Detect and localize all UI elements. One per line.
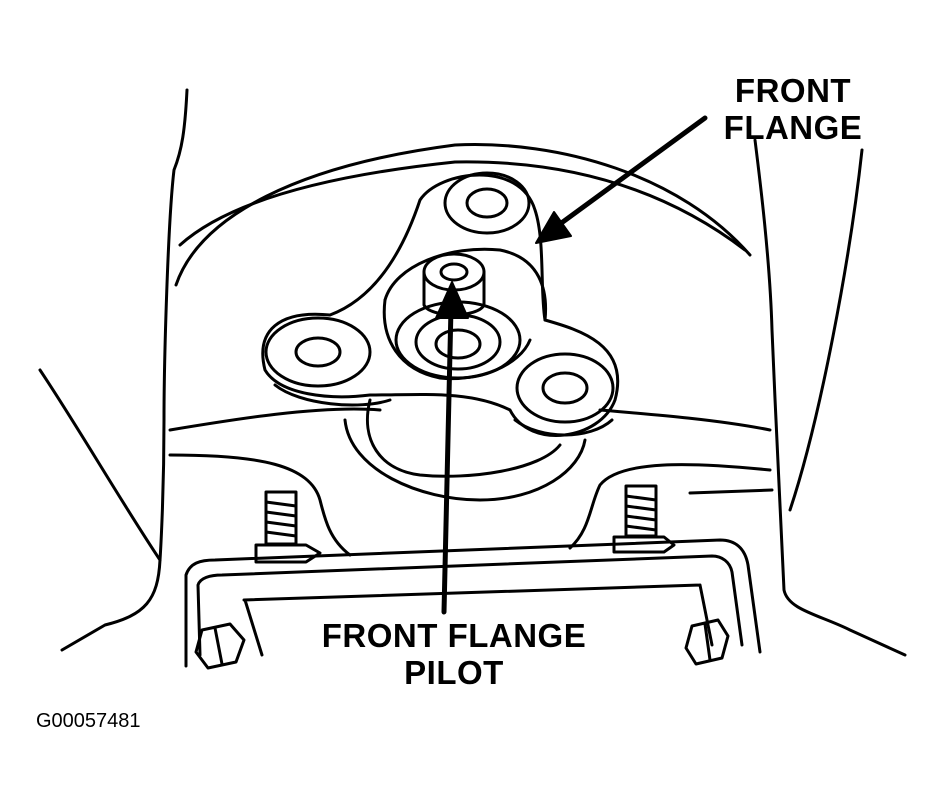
flange-lobe-left <box>264 316 372 388</box>
lower-housing-right <box>568 463 772 550</box>
hub-seal-inner <box>414 313 502 371</box>
dome-outer <box>174 143 752 287</box>
bracket-inner-rim <box>196 554 744 657</box>
dome-shoulder-right <box>598 408 772 432</box>
front-flange-pilot-label-line1: FRONT FLANGE <box>321 617 587 654</box>
right-panel-outer <box>788 148 864 512</box>
front-flange-label: FRONT FLANGE <box>708 72 878 146</box>
stud-left <box>254 490 322 564</box>
pilot-leader <box>441 305 454 615</box>
pilot-bore <box>439 262 469 282</box>
left-panel-edge <box>60 88 189 652</box>
rear-collar <box>365 398 562 478</box>
lower-housing-left <box>168 453 352 557</box>
pilot-arrowhead <box>435 281 469 319</box>
front-flange-part <box>261 171 620 437</box>
flange-edge-shadow <box>273 383 614 437</box>
hex-nut-right <box>684 618 730 666</box>
dome-inner <box>178 160 747 252</box>
flange-lobe-right <box>515 352 615 424</box>
front-flange-pilot-label-line2: PILOT <box>404 654 504 691</box>
flange-bolt-hole-left <box>294 336 342 368</box>
stud-right <box>612 484 676 554</box>
panel-tick-right <box>688 488 774 495</box>
flange-lobe-top <box>443 171 531 235</box>
front-flange-leader <box>557 115 708 227</box>
right-panel-edge <box>753 138 907 657</box>
flange-hub-ring <box>383 247 548 322</box>
bracket-floor <box>242 583 714 657</box>
callout-arrows <box>435 115 708 615</box>
body-panels <box>38 88 907 657</box>
front-flange-label-line2: FLANGE <box>723 109 863 146</box>
lower-bracket <box>184 538 762 670</box>
flange-bolt-hole-right <box>541 371 589 405</box>
bracket-outer <box>184 538 762 668</box>
flange-bolt-hole-top <box>465 187 509 219</box>
dome-shoulder-left <box>168 407 382 432</box>
hex-nut-left <box>194 622 246 670</box>
rear-collar-inner <box>343 418 587 502</box>
hub-seal-core <box>434 328 482 360</box>
flange-body <box>261 173 620 437</box>
left-panel-outer <box>38 368 162 562</box>
figure-id: G00057481 <box>36 710 141 732</box>
front-flange-arrowhead <box>535 211 572 244</box>
front-flange-pilot-label: FRONT FLANGE PILOT <box>296 617 612 691</box>
flange-hub-ring-lower <box>382 298 532 381</box>
housing-dome <box>168 143 774 557</box>
front-flange-label-line1: FRONT <box>734 72 852 109</box>
